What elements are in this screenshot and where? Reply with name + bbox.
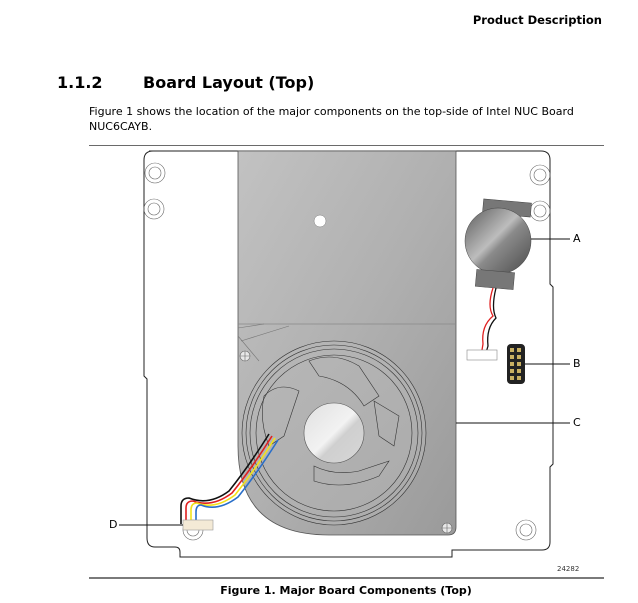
figure-caption: Figure 1. Major Board Components (Top) xyxy=(220,584,472,597)
callout-b: B xyxy=(573,357,581,370)
fan-connector xyxy=(182,519,214,531)
fan-cable xyxy=(180,433,279,524)
screw-icons xyxy=(239,350,453,534)
running-header: Product Description xyxy=(472,13,602,27)
board-figure: A B C D xyxy=(89,146,604,577)
intro-line-1: Figure 1 shows the location of the major… xyxy=(89,105,574,118)
callout-c: C xyxy=(573,416,581,429)
fan-hub xyxy=(303,402,365,464)
figure-bottom-rule xyxy=(89,577,604,579)
section-number: 1.1.2 xyxy=(57,73,103,92)
intro-paragraph: Figure 1 shows the location of the major… xyxy=(89,104,609,134)
callout-a: A xyxy=(573,232,581,245)
pin-header xyxy=(507,344,525,384)
figure-id: 24282 xyxy=(557,565,580,573)
battery xyxy=(464,198,532,361)
callout-d: D xyxy=(109,518,118,531)
shroud-hole xyxy=(313,214,327,228)
figure-top-rule xyxy=(89,145,604,146)
section-title: Board Layout (Top) xyxy=(143,73,315,92)
intro-line-2: NUC6CAYB. xyxy=(89,120,153,133)
board-diagram xyxy=(119,150,570,558)
